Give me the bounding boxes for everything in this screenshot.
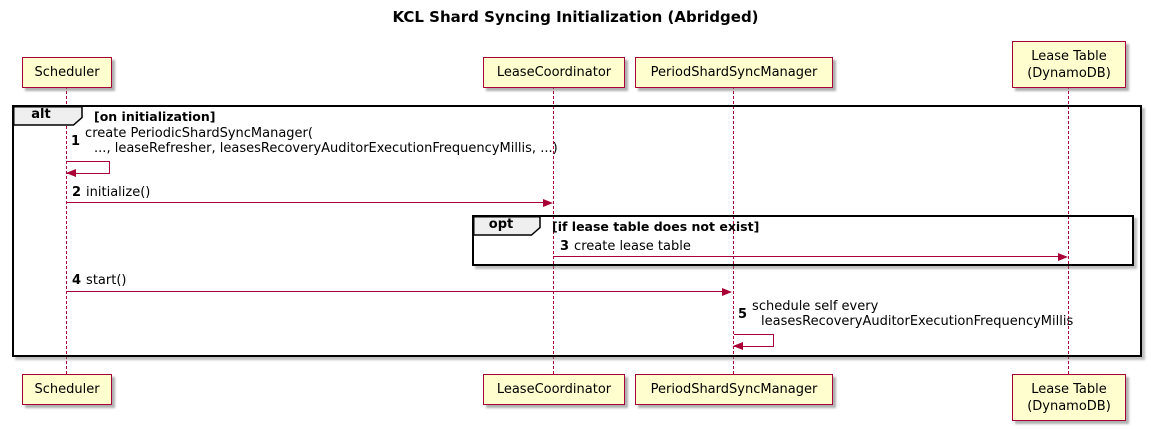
participant-label: Scheduler <box>34 382 100 397</box>
participant-label: Lease Table (DynamoDB) <box>1027 48 1111 81</box>
lifeline-lease-table <box>1067 86 1069 374</box>
message-3-arrowhead <box>1058 252 1068 261</box>
message-text-line1: create PeriodicShardSyncManager( <box>85 126 313 141</box>
message-4-label: 4 start() <box>72 273 126 288</box>
participant-period-shard-sync-manager-top: PeriodShardSyncManager <box>635 57 833 88</box>
lifeline-scheduler <box>65 86 67 374</box>
participant-lease-coordinator-top: LeaseCoordinator <box>483 57 625 88</box>
alt-frame-pentagon: alt <box>13 106 83 126</box>
alt-frame-keyword: alt <box>31 107 51 122</box>
message-number: 1 <box>71 133 81 149</box>
participant-label: Lease Table (DynamoDB) <box>1027 381 1111 414</box>
message-1-self-arrow <box>67 161 110 174</box>
message-text: create lease table <box>574 239 691 254</box>
message-1-arrowhead <box>66 168 76 177</box>
message-text-line1: schedule self every <box>752 299 879 314</box>
message-1-label: 1 create PeriodicShardSyncManager( ..., … <box>71 126 558 156</box>
message-2-arrowhead <box>543 198 553 207</box>
diagram-title: KCL Shard Syncing Initialization (Abridg… <box>392 8 759 26</box>
participant-label: PeriodShardSyncManager <box>650 382 818 397</box>
message-text: start() <box>86 273 127 288</box>
message-text-line2: ..., leaseRefresher, leasesRecoveryAudit… <box>94 141 558 156</box>
participant-lease-coordinator-bottom: LeaseCoordinator <box>483 374 625 405</box>
message-4-arrow <box>66 291 723 292</box>
message-text: initialize() <box>86 185 151 200</box>
message-2-label: 2 initialize() <box>72 185 150 200</box>
participant-scheduler-bottom: Scheduler <box>22 374 112 405</box>
participant-label: LeaseCoordinator <box>496 382 612 397</box>
opt-frame-pentagon: opt <box>473 216 541 236</box>
lifeline-lease-coordinator <box>552 86 554 374</box>
participant-lease-table-top: Lease Table (DynamoDB) <box>1012 41 1126 88</box>
participant-lease-table-bottom: Lease Table (DynamoDB) <box>1012 374 1126 421</box>
message-3-arrow <box>553 256 1059 257</box>
message-number: 3 <box>560 239 570 254</box>
lifeline-period-shard-sync-manager <box>732 86 734 374</box>
participant-label: Scheduler <box>34 65 100 80</box>
message-5-self-arrow <box>734 334 774 347</box>
message-number: 2 <box>72 185 82 200</box>
opt-frame: opt [if lease table does not exist] <box>472 215 1134 266</box>
message-number: 4 <box>72 273 82 288</box>
participant-label: PeriodShardSyncManager <box>650 65 818 80</box>
message-3-label: 3 create lease table <box>560 239 691 254</box>
alt-frame-condition: [on initialization] <box>94 109 216 124</box>
alt-frame: alt [on initialization] <box>12 105 1142 357</box>
message-text-line2: leasesRecoveryAuditorExecutionFrequencyM… <box>761 314 1074 329</box>
participant-period-shard-sync-manager-bottom: PeriodShardSyncManager <box>635 374 833 405</box>
participant-scheduler-top: Scheduler <box>22 57 112 88</box>
message-4-arrowhead <box>722 287 732 296</box>
message-number: 5 <box>738 306 748 322</box>
participant-label: LeaseCoordinator <box>496 65 612 80</box>
message-5-label: 5 schedule self every leasesRecoveryAudi… <box>738 299 1073 329</box>
message-2-arrow <box>66 202 544 203</box>
opt-frame-condition: [if lease table does not exist] <box>552 219 760 234</box>
message-5-arrowhead <box>733 341 743 350</box>
opt-frame-keyword: opt <box>488 217 514 232</box>
